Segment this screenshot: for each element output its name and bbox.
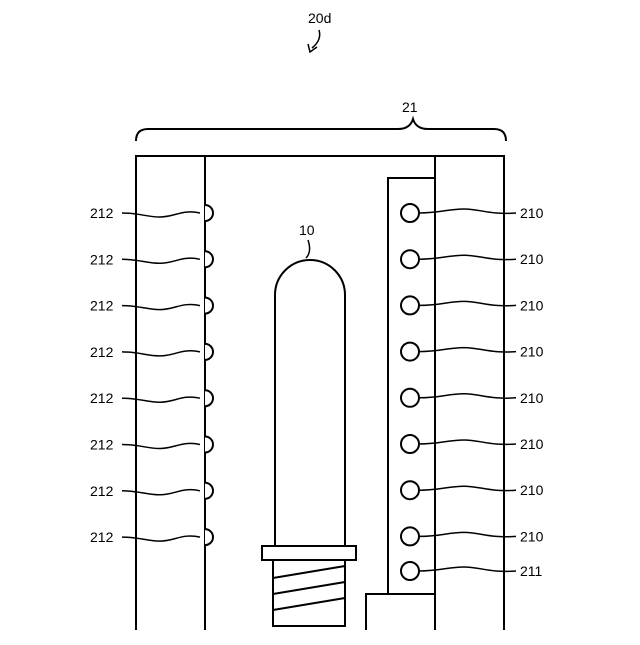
left-leader-line [122,397,200,402]
figure-arrow [308,30,320,52]
left-element-1: 212 [90,205,213,221]
component-label: 10 [299,222,315,238]
left-element-bump [205,390,213,406]
right-leader-line [419,567,516,571]
right-leader-line [419,348,516,352]
right-inner-column [366,178,435,630]
right-element-circle [401,481,419,499]
left-element-label: 212 [90,344,114,360]
left-element-5: 212 [90,390,213,406]
left-element-4: 212 [90,344,213,360]
right-element-3: 210 [401,296,544,314]
right-element-4: 210 [401,343,544,361]
right-element-8: 210 [401,527,544,545]
component-leader-line [306,240,310,258]
right-element-5: 210 [401,389,544,407]
component-thread-lines [273,566,345,610]
left-element-bump [205,298,213,314]
right-element-label: 210 [520,344,544,360]
left-element-bump [205,205,213,221]
right-element-1: 210 [401,204,544,222]
right-element-circle [401,527,419,545]
component-10: 10 [262,222,356,626]
right-element-label: 210 [520,297,544,313]
left-leader-line [122,258,200,263]
left-element-7: 212 [90,483,213,499]
right-element-circle [401,435,419,453]
right-element-circle [401,389,419,407]
right-element-label: 211 [520,563,543,579]
component-body [275,260,345,546]
right-element-circle [401,250,419,268]
right-element-6: 210 [401,435,544,453]
left-element-3: 212 [90,298,213,314]
right-element-label: 210 [520,390,544,406]
left-leader-line [122,490,200,495]
right-leader-line [419,301,516,305]
right-leader-line [419,255,516,259]
right-element-label: 210 [520,251,544,267]
left-element-label: 212 [90,390,114,406]
left-element-bump [205,344,213,360]
right-element-circle [401,296,419,314]
right-element-9: 211 [401,562,543,580]
left-element-bump [205,251,213,267]
component-flange [262,546,356,560]
right-leader-line [419,209,516,213]
right-leader-line [419,440,516,444]
left-element-bump [205,437,213,453]
left-element-2: 212 [90,251,213,267]
left-leader-line [122,212,200,217]
right-element-circle [401,343,419,361]
right-elements: 210 210 210 210 210 210 210 210 211 [401,204,544,580]
right-element-7: 210 [401,481,544,499]
left-leader-line [122,304,200,309]
right-element-label: 210 [520,528,544,544]
right-element-label: 210 [520,482,544,498]
right-element-circle [401,562,419,580]
right-leader-line [419,394,516,398]
left-element-6: 212 [90,437,213,453]
left-element-bump [205,483,213,499]
left-element-bump [205,529,213,545]
right-element-2: 210 [401,250,544,268]
left-element-8: 212 [90,529,213,545]
left-element-label: 212 [90,437,114,453]
right-element-circle [401,204,419,222]
right-element-label: 210 [520,436,544,452]
assembly-brace [136,119,506,141]
assembly-label: 21 [402,99,418,115]
left-element-label: 212 [90,205,114,221]
figure-label: 20d [308,10,331,26]
left-element-label: 212 [90,298,114,314]
left-leader-line [122,536,200,541]
left-element-label: 212 [90,251,114,267]
left-elements: 212 212 212 212 212 212 212 212 [90,205,213,545]
left-leader-line [122,351,200,356]
left-element-label: 212 [90,529,114,545]
right-leader-line [419,486,516,490]
left-element-label: 212 [90,483,114,499]
inner-column-foot [366,594,388,630]
left-leader-line [122,443,200,448]
right-element-label: 210 [520,205,544,221]
right-leader-line [419,532,516,536]
